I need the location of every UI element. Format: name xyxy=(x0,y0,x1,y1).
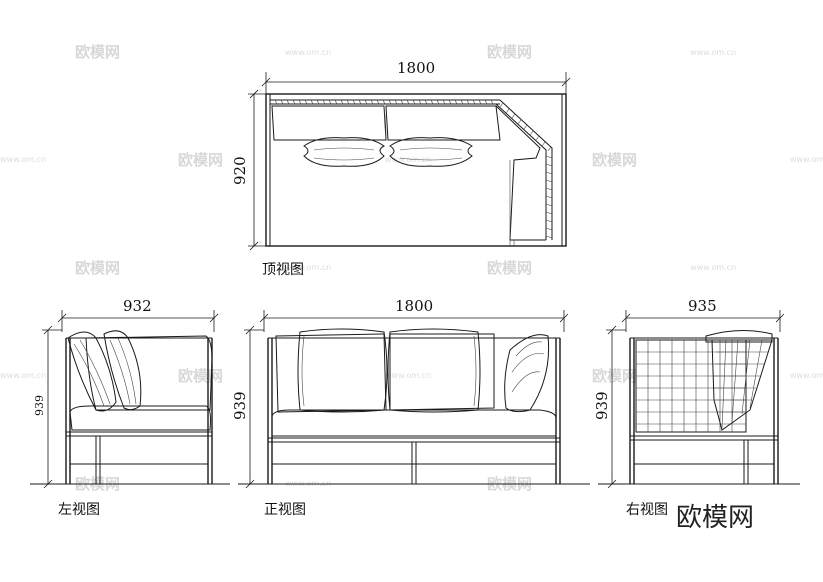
left-view-caption: 左视图 xyxy=(58,502,100,518)
right-view-width-label: 935 xyxy=(688,297,717,315)
front-view-width-label: 1800 xyxy=(395,297,433,315)
top-view-width-label: 1800 xyxy=(397,59,435,77)
watermark-brand: 欧模网 xyxy=(178,151,223,169)
watermark-url: www.om.cn xyxy=(285,263,331,272)
left-view-width-label: 932 xyxy=(123,297,152,315)
watermark-url: www.om.cn xyxy=(690,263,736,272)
watermark-url: www.om.cn xyxy=(0,371,46,380)
front-view-caption: 正视图 xyxy=(264,502,306,518)
brand-logo: 欧模网 xyxy=(672,496,784,534)
left-view-height-dimension: 939 xyxy=(33,325,62,489)
right-view-caption: 右视图 xyxy=(626,502,668,518)
brand-logo-text: 欧模网 xyxy=(676,503,754,533)
top-view-outline xyxy=(265,93,567,247)
front-view-height-label: 939 xyxy=(231,391,249,420)
watermark-url: www.om.cn xyxy=(285,48,331,57)
top-view-back-cushion-left xyxy=(271,105,387,141)
front-view-back-cushion-right xyxy=(389,333,495,411)
right-view-pillow xyxy=(711,339,773,431)
watermark-brand: 欧模网 xyxy=(487,259,532,277)
top-view: 1800 920 xyxy=(231,59,571,278)
front-view: 1800 939 正视图 xyxy=(231,297,569,518)
left-view-back-cushion xyxy=(85,335,213,411)
right-view: 935 939 右视图 xyxy=(593,297,785,518)
front-view-width-dimension: 1800 xyxy=(259,297,569,332)
watermark-brand: 欧模网 xyxy=(592,151,637,169)
top-view-depth-dimension: 920 xyxy=(231,89,266,251)
watermark-url: www.om.cn xyxy=(385,371,431,380)
watermark-url: www.om.cn xyxy=(790,155,823,164)
top-view-depth-label: 920 xyxy=(231,156,249,185)
left-view-pillow-back xyxy=(103,330,142,411)
front-view-height-dimension: 939 xyxy=(231,325,264,489)
front-view-pillow-left xyxy=(297,328,388,413)
watermark-brand: 欧模网 xyxy=(75,43,120,61)
watermark-brand: 欧模网 xyxy=(178,367,223,385)
top-view-diagonal-hatch xyxy=(499,102,553,239)
front-view-seat-cushion xyxy=(271,409,557,437)
left-view-width-dimension: 932 xyxy=(57,297,219,332)
front-view-side-pillow xyxy=(504,334,550,413)
top-view-back-rail-hatch xyxy=(274,99,494,105)
left-view: 932 939 左视图 xyxy=(33,297,219,518)
left-view-height-label: 939 xyxy=(33,395,46,416)
top-view-width-dimension: 1800 xyxy=(261,59,571,96)
watermark-brand: 欧模网 xyxy=(592,367,637,385)
watermark-brand: 欧模网 xyxy=(487,43,532,61)
right-view-height-label: 939 xyxy=(593,391,611,420)
top-view-pillow-right xyxy=(389,137,473,167)
right-view-height-dimension: 939 xyxy=(593,325,626,489)
top-view-chaise-cushion xyxy=(495,105,546,241)
front-view-pillow-right xyxy=(387,328,481,413)
top-view-pillow-left xyxy=(303,137,385,167)
right-view-width-dimension: 935 xyxy=(621,297,785,332)
watermark-url: www.om.cn xyxy=(0,155,46,164)
watermark-layer: 欧模网 www.om.cn 欧模网 www.om.cn www.om.cn 欧模… xyxy=(0,43,823,493)
right-view-woven-panel xyxy=(635,339,747,433)
left-view-seat-cushion xyxy=(69,405,211,431)
watermark-url: www.om.cn xyxy=(690,48,736,57)
watermark-brand: 欧模网 xyxy=(75,259,120,277)
top-view-back-cushion-right xyxy=(385,105,501,141)
front-view-back-cushion-left xyxy=(275,333,387,413)
watermark-url: www.om.cn xyxy=(385,155,431,164)
left-view-pillow-front xyxy=(67,331,117,412)
watermark-url: www.om.cn xyxy=(790,371,823,380)
top-view-caption: 顶视图 xyxy=(262,262,304,278)
